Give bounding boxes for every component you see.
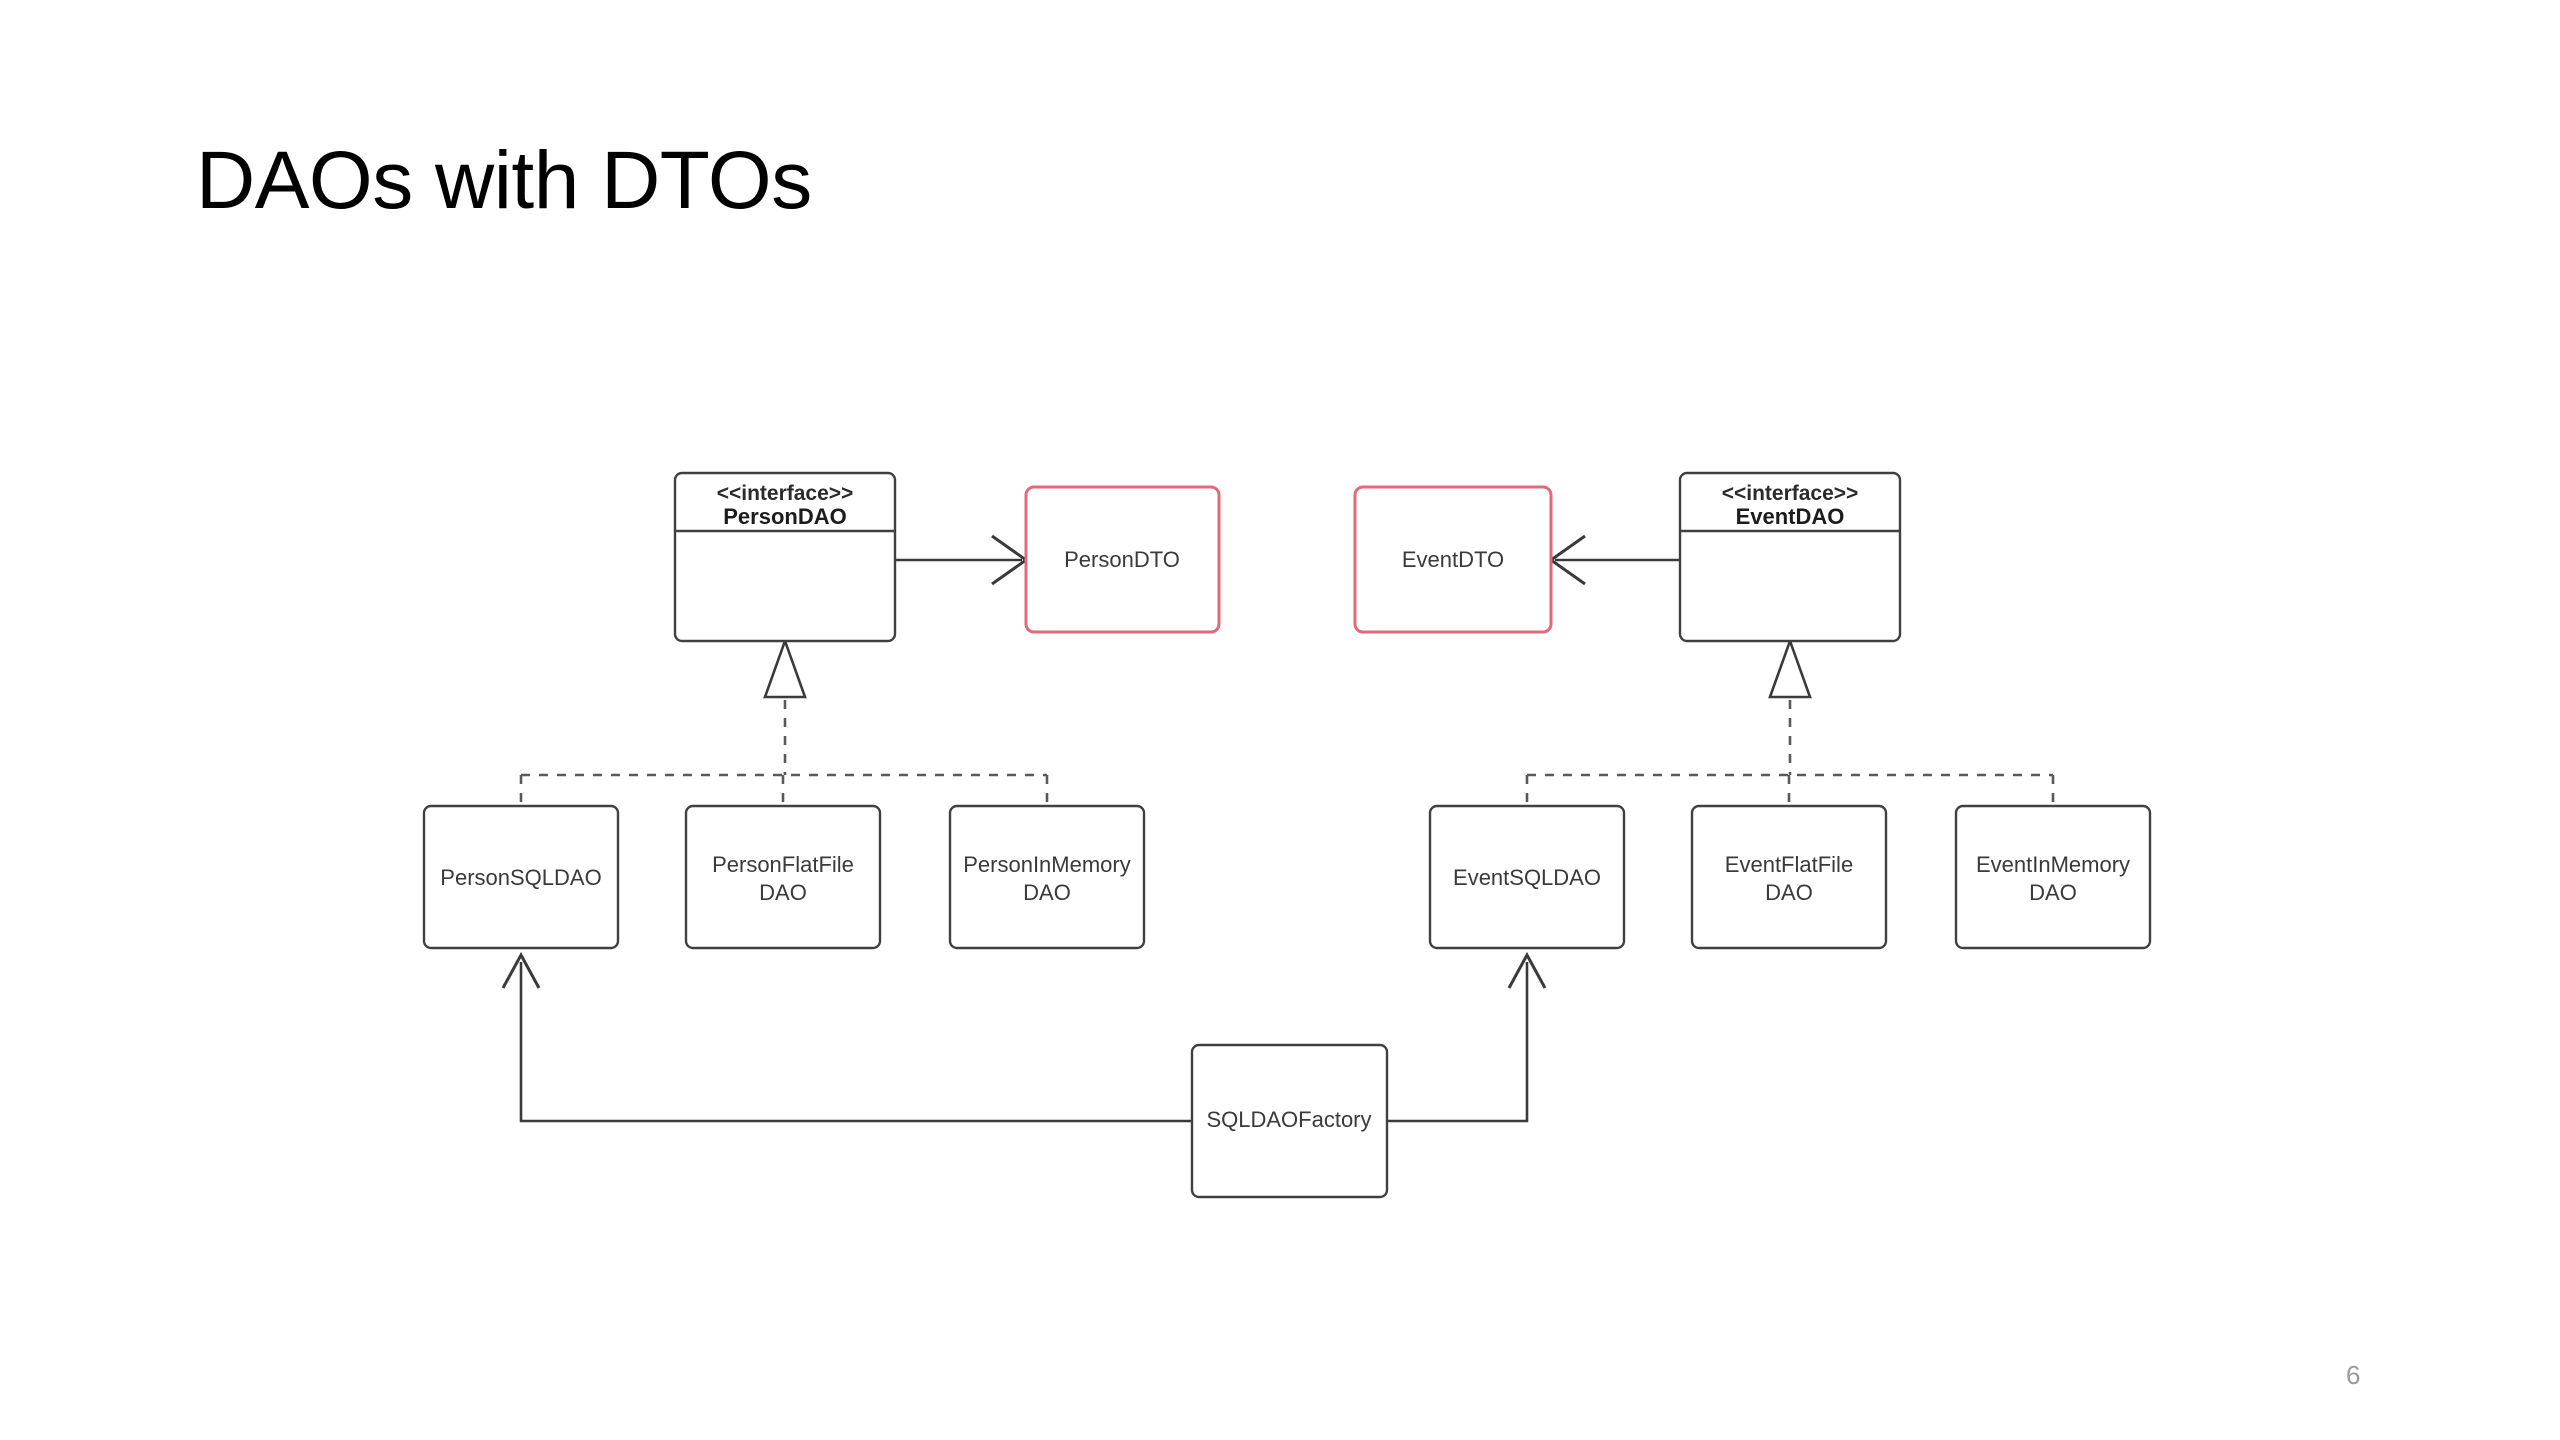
uml-class-person-dto[interactable]: PersonDTO <box>1024 485 1221 634</box>
factory-left-arrowhead-icon <box>501 951 541 989</box>
event-sql-dao-box[interactable] <box>1428 804 1626 950</box>
factory-to-person-sql-connector <box>501 951 1192 1123</box>
person-flatfile-dao-label-line2: DAO <box>759 880 807 905</box>
sql-dao-factory-label: SQLDAOFactory <box>1206 1107 1371 1132</box>
event-realization-triangle-icon <box>1768 637 1812 699</box>
event-flatfile-dao-label-line1: EventFlatFile <box>1725 852 1853 877</box>
person-dao-name: PersonDAO <box>723 504 846 529</box>
factory-right-path <box>1387 962 1529 1123</box>
uml-class-event-inmemory-dao[interactable]: EventInMemory DAO <box>1954 804 2152 950</box>
event-dto-box[interactable] <box>1353 485 1553 634</box>
event-dao-name: EventDAO <box>1736 504 1845 529</box>
event-dto-label: EventDTO <box>1402 547 1504 572</box>
page-title: DAOs with DTOs <box>196 135 812 226</box>
person-sql-dao-label: PersonSQLDAO <box>440 865 601 890</box>
uml-interface-person-dao[interactable]: <<interface>> PersonDAO <box>673 471 897 643</box>
factory-left-path <box>519 962 1192 1123</box>
uml-class-person-inmemory-dao[interactable]: PersonInMemory DAO <box>948 804 1146 950</box>
person-flatfile-dao-box[interactable] <box>684 804 882 950</box>
event-sql-dao-label: EventSQLDAO <box>1453 865 1601 890</box>
event-flatfile-dao-label-line2: DAO <box>1765 880 1813 905</box>
event-dao-to-dto-connector <box>1548 534 1680 586</box>
person-inmemory-dao-label-line1: PersonInMemory <box>963 852 1131 877</box>
person-sql-dao-box[interactable] <box>422 804 620 950</box>
person-realization-connector <box>519 637 1049 806</box>
factory-to-event-sql-connector <box>1387 951 1547 1123</box>
event-inmemory-dao-box[interactable] <box>1954 804 2152 950</box>
sql-dao-factory-box[interactable] <box>1190 1043 1389 1199</box>
event-dao-stereotype: <<interface>> <box>1722 482 1859 505</box>
page-number: 6 <box>2346 1360 2361 1390</box>
person-dto-label: PersonDTO <box>1064 547 1180 572</box>
uml-interface-event-dao[interactable]: <<interface>> EventDAO <box>1678 471 1902 643</box>
person-dto-box[interactable] <box>1024 485 1221 634</box>
event-inmemory-dao-label-line2: DAO <box>2029 880 2077 905</box>
event-inmemory-dao-label-line1: EventInMemory <box>1976 852 2130 877</box>
uml-class-event-sql-dao[interactable]: EventSQLDAO <box>1428 804 1626 950</box>
person-inmemory-dao-label-line2: DAO <box>1023 880 1071 905</box>
factory-right-arrowhead-icon <box>1507 951 1547 989</box>
uml-class-person-sql-dao[interactable]: PersonSQLDAO <box>422 804 620 950</box>
uml-class-sql-dao-factory[interactable]: SQLDAOFactory <box>1190 1043 1389 1199</box>
person-dao-to-dto-connector <box>895 534 1029 586</box>
uml-class-event-flatfile-dao[interactable]: EventFlatFile DAO <box>1690 804 1888 950</box>
person-dao-box[interactable] <box>673 471 897 643</box>
uml-class-event-dto[interactable]: EventDTO <box>1353 485 1553 634</box>
event-dao-box[interactable] <box>1678 471 1902 643</box>
person-flatfile-dao-label-line1: PersonFlatFile <box>712 852 854 877</box>
person-realization-triangle-icon <box>763 637 807 699</box>
uml-class-person-flatfile-dao[interactable]: PersonFlatFile DAO <box>684 804 882 950</box>
person-inmemory-dao-box[interactable] <box>948 804 1146 950</box>
person-dao-stereotype: <<interface>> <box>717 482 854 505</box>
event-realization-connector <box>1525 637 2055 806</box>
event-flatfile-dao-box[interactable] <box>1690 804 1888 950</box>
